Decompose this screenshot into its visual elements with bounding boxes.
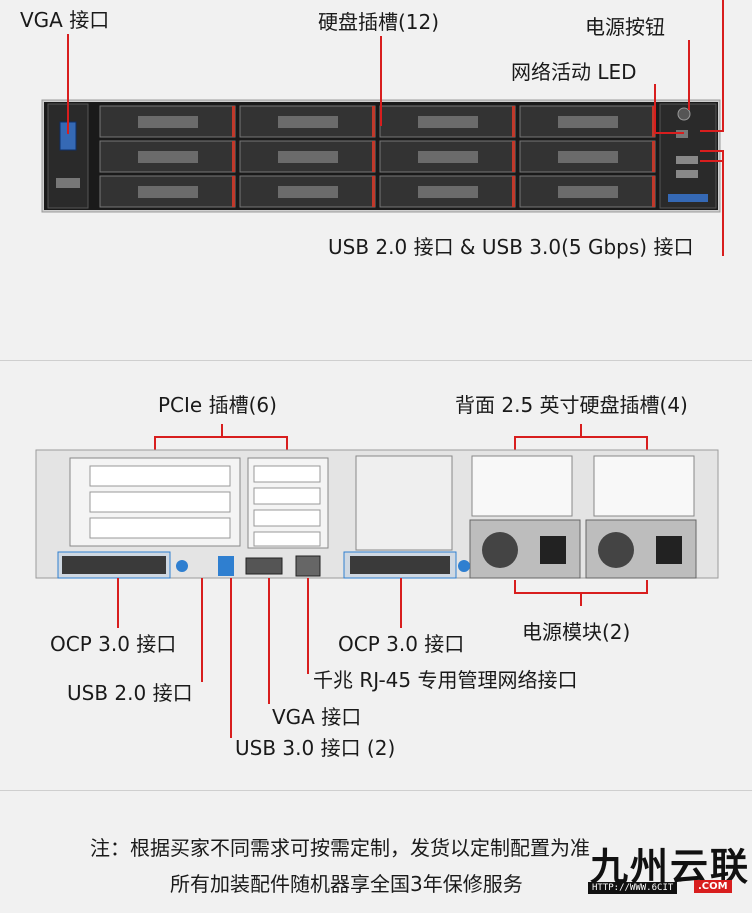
rear-bays-bracket-c [580,424,582,436]
usb-front-leader-h [700,150,724,152]
pcie-bracket-r [286,436,288,450]
psu-bracket-r [646,580,648,594]
vga-rear-leader [268,578,270,704]
drive-bays [99,105,656,208]
footer-note-line2: 所有加装配件随机器享全国3年保修服务 [170,872,523,896]
drive-bays-leader [380,36,382,126]
psu-bracket-l [514,580,516,594]
usb-front-leader-v [722,150,724,256]
usb2-label: USB 2.0 接口 [67,681,193,705]
vga-leader [67,34,69,134]
usb-front-leader-h2 [700,160,724,162]
side-leader-top-h [700,130,724,132]
pcie-bracket-c [221,424,223,436]
rear-bays-label: 背面 2.5 英寸硬盘插槽(4) [455,393,688,417]
ocp-right-label: OCP 3.0 接口 [338,632,465,656]
vga-rear-label: VGA 接口 [272,705,362,729]
rear-bays-bracket-l [514,436,516,450]
usb2-leader [201,578,203,682]
psu-label: 电源模块(2) [522,620,631,644]
rear-panel-image [35,449,719,579]
led-leader-v [654,84,656,134]
front-panel-image [41,99,721,213]
power-button-label: 电源按钮 [585,15,665,39]
pcie-label: PCIe 插槽(6) [158,393,277,417]
usb3-leader [230,578,232,738]
front-vga-label: VGA 接口 [20,8,110,32]
pcie-bracket-l [154,436,156,450]
front-drive-bays-label: 硬盘插槽(12) [318,10,440,34]
footer-note-line1: 注：根据买家不同需求可按需定制，发货以定制配置为准 [90,836,590,860]
usb3-label: USB 3.0 接口 (2) [235,736,396,760]
ocp-right-leader [400,578,402,628]
power-button-leader-v [688,40,690,110]
ocp-left-leader [117,578,119,628]
rear-bays-bracket-h [514,436,648,438]
side-leader-top [722,0,724,132]
led-leader-h [654,132,684,134]
front-usb-label: USB 2.0 接口 & USB 3.0(5 Gbps) 接口 [328,235,694,259]
rj45-leader [307,578,309,674]
pcie-bracket-h [154,436,288,438]
ocp-left-label: OCP 3.0 接口 [50,632,177,656]
section-divider [0,360,752,361]
psu-bracket-c [580,592,582,606]
footer-divider [0,790,752,791]
network-led-label: 网络活动 LED [511,60,637,84]
watermark-url: HTTP://WWW.6CIT [588,882,678,894]
watermark-suffix: .COM [694,880,732,893]
rj45-label: 千兆 RJ-45 专用管理网络接口 [313,668,578,692]
rear-bays-bracket-r [646,436,648,450]
